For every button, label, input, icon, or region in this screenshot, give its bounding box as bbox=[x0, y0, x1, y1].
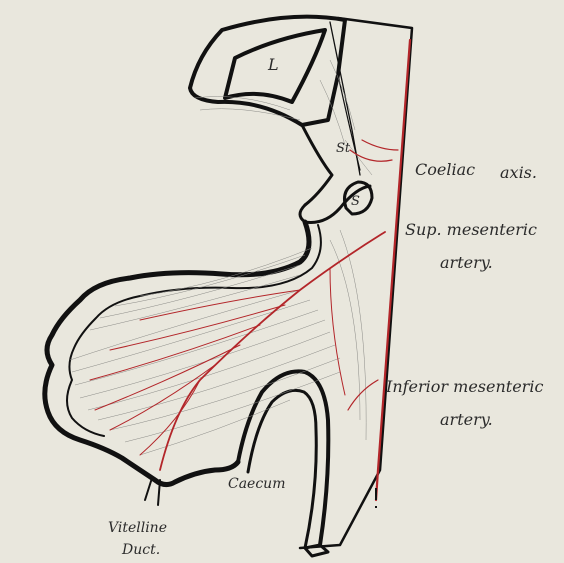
label-coeliac-1: Coeliac bbox=[415, 160, 475, 179]
inferior-mesenteric-artery bbox=[348, 380, 378, 410]
label-sup-mesenteric-2: artery. bbox=[440, 253, 493, 272]
label-spleen: S bbox=[351, 194, 360, 209]
aorta bbox=[376, 40, 410, 500]
intestine-outer bbox=[45, 222, 309, 485]
label-vitelline-2: Duct. bbox=[121, 542, 160, 558]
label-coeliac-2: axis. bbox=[500, 163, 537, 182]
arteries bbox=[90, 40, 410, 500]
label-caecum: Caecum bbox=[228, 476, 285, 492]
ileum-loop-inner bbox=[248, 390, 316, 548]
intestine-inner bbox=[67, 225, 321, 436]
label-inf-mesenteric-2: artery. bbox=[440, 410, 493, 429]
label-sup-mesenteric-1: Sup. mesenteric bbox=[405, 220, 537, 239]
stomach-band bbox=[302, 125, 332, 205]
label-stomach: St bbox=[336, 141, 351, 156]
label-inf-mesenteric-1: Inferior mesenteric bbox=[385, 377, 543, 396]
label-vitelline-1: Vitelline bbox=[108, 520, 167, 536]
label-liver: L bbox=[267, 55, 279, 74]
